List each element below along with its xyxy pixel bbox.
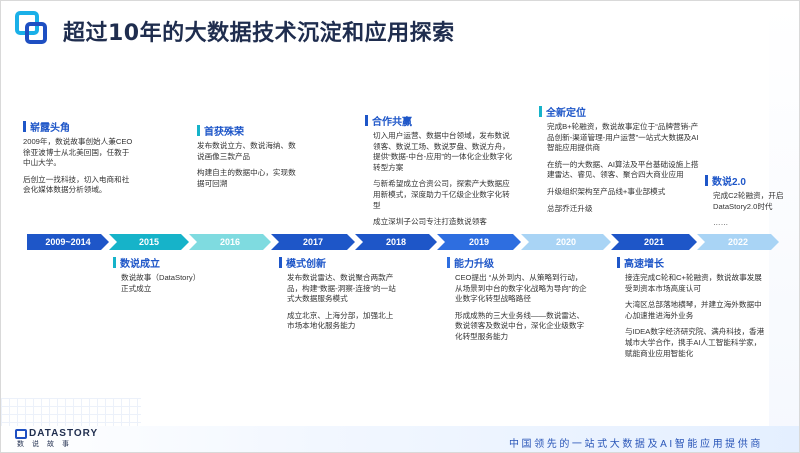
- footer-slogan: 中国领先的一站式大数据及AI智能应用提供商: [508, 439, 763, 450]
- event-text: 总部乔迁升级: [547, 203, 593, 213]
- timeline-step-2017: 2017: [271, 234, 355, 250]
- heading-marker: [113, 257, 116, 268]
- event-2016: 首获殊荣 发布数说立方、数说海纳、数说画像三款产品 构建自主的数据中心，实现数据…: [197, 123, 297, 195]
- heading-marker: [365, 115, 368, 126]
- event-2020: 全新定位 完成B+轮融资，数说故事定位于“品牌营销-产品创新-渠道管理-用户运营…: [539, 104, 699, 220]
- event-heading: 崭露头角: [30, 123, 70, 134]
- grid-decoration: [1, 398, 141, 428]
- timeline-year: 2016: [219, 237, 241, 247]
- event-text: 接连完成C轮和C+轮融资，数说故事发展受到资本市场高度认可: [625, 273, 762, 293]
- event-text: CEO提出 “从外到内、从策略到行动，从场景到中台的数字化战略为导向”的企业数字…: [455, 273, 587, 304]
- event-text: 形成成熟的三大业务线——数说雷达、数说领客及数说中台，深化企业级数字化转型服务能…: [455, 310, 585, 341]
- event-heading: 数说成立: [120, 259, 160, 270]
- timeline-step-2019: 2019: [437, 234, 521, 250]
- event-2018: 合作共赢 切入用户运营、数据中台领域，发布数说领客、数说工场、数说罗盘、数说方舟…: [365, 113, 515, 234]
- footer-brand-logo: DATASTORY 数说故事: [15, 428, 98, 449]
- event-heading: 全新定位: [546, 108, 586, 119]
- event-text: 切入用户运营、数据中台领域，发布数说领客、数说工场、数说罗盘、数说方舟，提供“数…: [373, 131, 513, 172]
- heading-marker: [539, 106, 542, 117]
- event-heading: 能力升级: [454, 259, 494, 270]
- timeline-year: 2022: [727, 237, 749, 247]
- timeline-step-2009: 2009~2014: [27, 234, 109, 250]
- heading-marker: [705, 175, 708, 186]
- event-text: 成立深圳子公司专注打造数说领客: [373, 217, 487, 227]
- footer-band: [1, 426, 799, 452]
- event-2021: 高速增长 接连完成C轮和C+轮融资，数说故事发展受到资本市场高度认可 大湾区总部…: [617, 255, 765, 365]
- right-decoration: [769, 1, 799, 452]
- heading-marker: [197, 125, 200, 136]
- event-heading: 模式创新: [286, 259, 326, 270]
- event-2017: 模式创新 发布数说雷达、数说聚合两款产品，构建“数据-洞察-连接”的一站式大数据…: [279, 255, 397, 338]
- brand-english: DATASTORY: [29, 428, 99, 439]
- timeline-year: 2020: [555, 237, 577, 247]
- datastory-logo-icon: [15, 11, 49, 44]
- timeline-step-2015: 2015: [109, 234, 189, 250]
- timeline-year: 2017: [302, 237, 324, 247]
- timeline-year: 2018: [385, 237, 407, 247]
- event-text: 升级组织架构至产品线+事业部模式: [547, 186, 666, 196]
- event-heading: 数说2.0: [712, 177, 746, 188]
- timeline-year: 2015: [138, 237, 160, 247]
- brand-logo-icon: [15, 428, 27, 439]
- page-title: 超过10年的大数据技术沉淀和应用探索: [63, 21, 455, 46]
- event-heading: 高速增长: [624, 259, 664, 270]
- event-text: 完成C2轮融资，开启DataStory2.0时代: [713, 191, 784, 211]
- event-2009: 崭露头角 2009年，数说故事创始人兼CEO徐亚波博士从北美回国，任教于中山大学…: [23, 119, 133, 202]
- event-text: 发布数说立方、数说海纳、数说画像三款产品: [197, 141, 296, 161]
- event-2015: 数说成立 数说故事（DataStory）正式成立: [113, 255, 203, 300]
- heading-marker: [617, 257, 620, 268]
- timeline-year: 2009~2014: [45, 237, 91, 247]
- heading-marker: [23, 121, 26, 132]
- heading-marker: [279, 257, 282, 268]
- heading-marker: [447, 257, 450, 268]
- event-text: 与IDEA数字经济研究院、满舟科技，香港城市大学合作，携手AI人工智能科学家，赋…: [625, 327, 765, 358]
- event-text: 完成B+轮融资，数说故事定位于“品牌营销-产品创新-渠道管理-用户运营”一站式大…: [547, 122, 699, 153]
- event-text: 后创立一找科技，切入电商和社会化媒体数据分析领域。: [23, 174, 130, 195]
- timeline-step-2022: 2022: [697, 234, 779, 250]
- timeline-step-2020: 2020: [521, 234, 611, 250]
- timeline-year: 2019: [468, 237, 490, 247]
- event-heading: 合作共赢: [372, 117, 412, 128]
- event-heading: 首获殊荣: [204, 127, 244, 138]
- event-2019: 能力升级 CEO提出 “从外到内、从策略到行动，从场景到中台的数字化战略为导向”…: [447, 255, 587, 349]
- event-text: 发布数说雷达、数说聚合两款产品，构建“数据-洞察-连接”的一站式大数据服务模式: [287, 273, 396, 304]
- event-text: 在统一的大数据、AI算法及平台基础设施上搭建雷达、睿见、领客、聚合四大商业应用: [547, 159, 699, 180]
- timeline-step-2021: 2021: [611, 234, 697, 250]
- event-2022: 数说2.0 完成C2轮融资，开启DataStory2.0时代 ……: [705, 173, 785, 235]
- event-text: ……: [713, 218, 729, 228]
- timeline-step-2018: 2018: [355, 234, 437, 250]
- event-text: 与新希望成立合资公司，探索产大数据应用新模式，深度助力千亿级企业数字化转型: [373, 179, 510, 210]
- timeline-year: 2021: [643, 237, 665, 247]
- event-text: 大湾区总部落地横琴，并建立海外数据中心加速推进海外业务: [625, 300, 762, 320]
- event-text: 构建自主的数据中心，实现数据可回溯: [197, 168, 296, 188]
- timeline-step-2016: 2016: [189, 234, 271, 250]
- event-text: 数说故事（DataStory）正式成立: [121, 273, 201, 293]
- event-text: 成立北京、上海分部，加强北上市场本地化服务能力: [287, 310, 394, 331]
- brand-chinese: 数说故事: [17, 441, 77, 448]
- event-text: 2009年，数说故事创始人兼CEO徐亚波博士从北美回国，任教于中山大学。: [23, 137, 133, 168]
